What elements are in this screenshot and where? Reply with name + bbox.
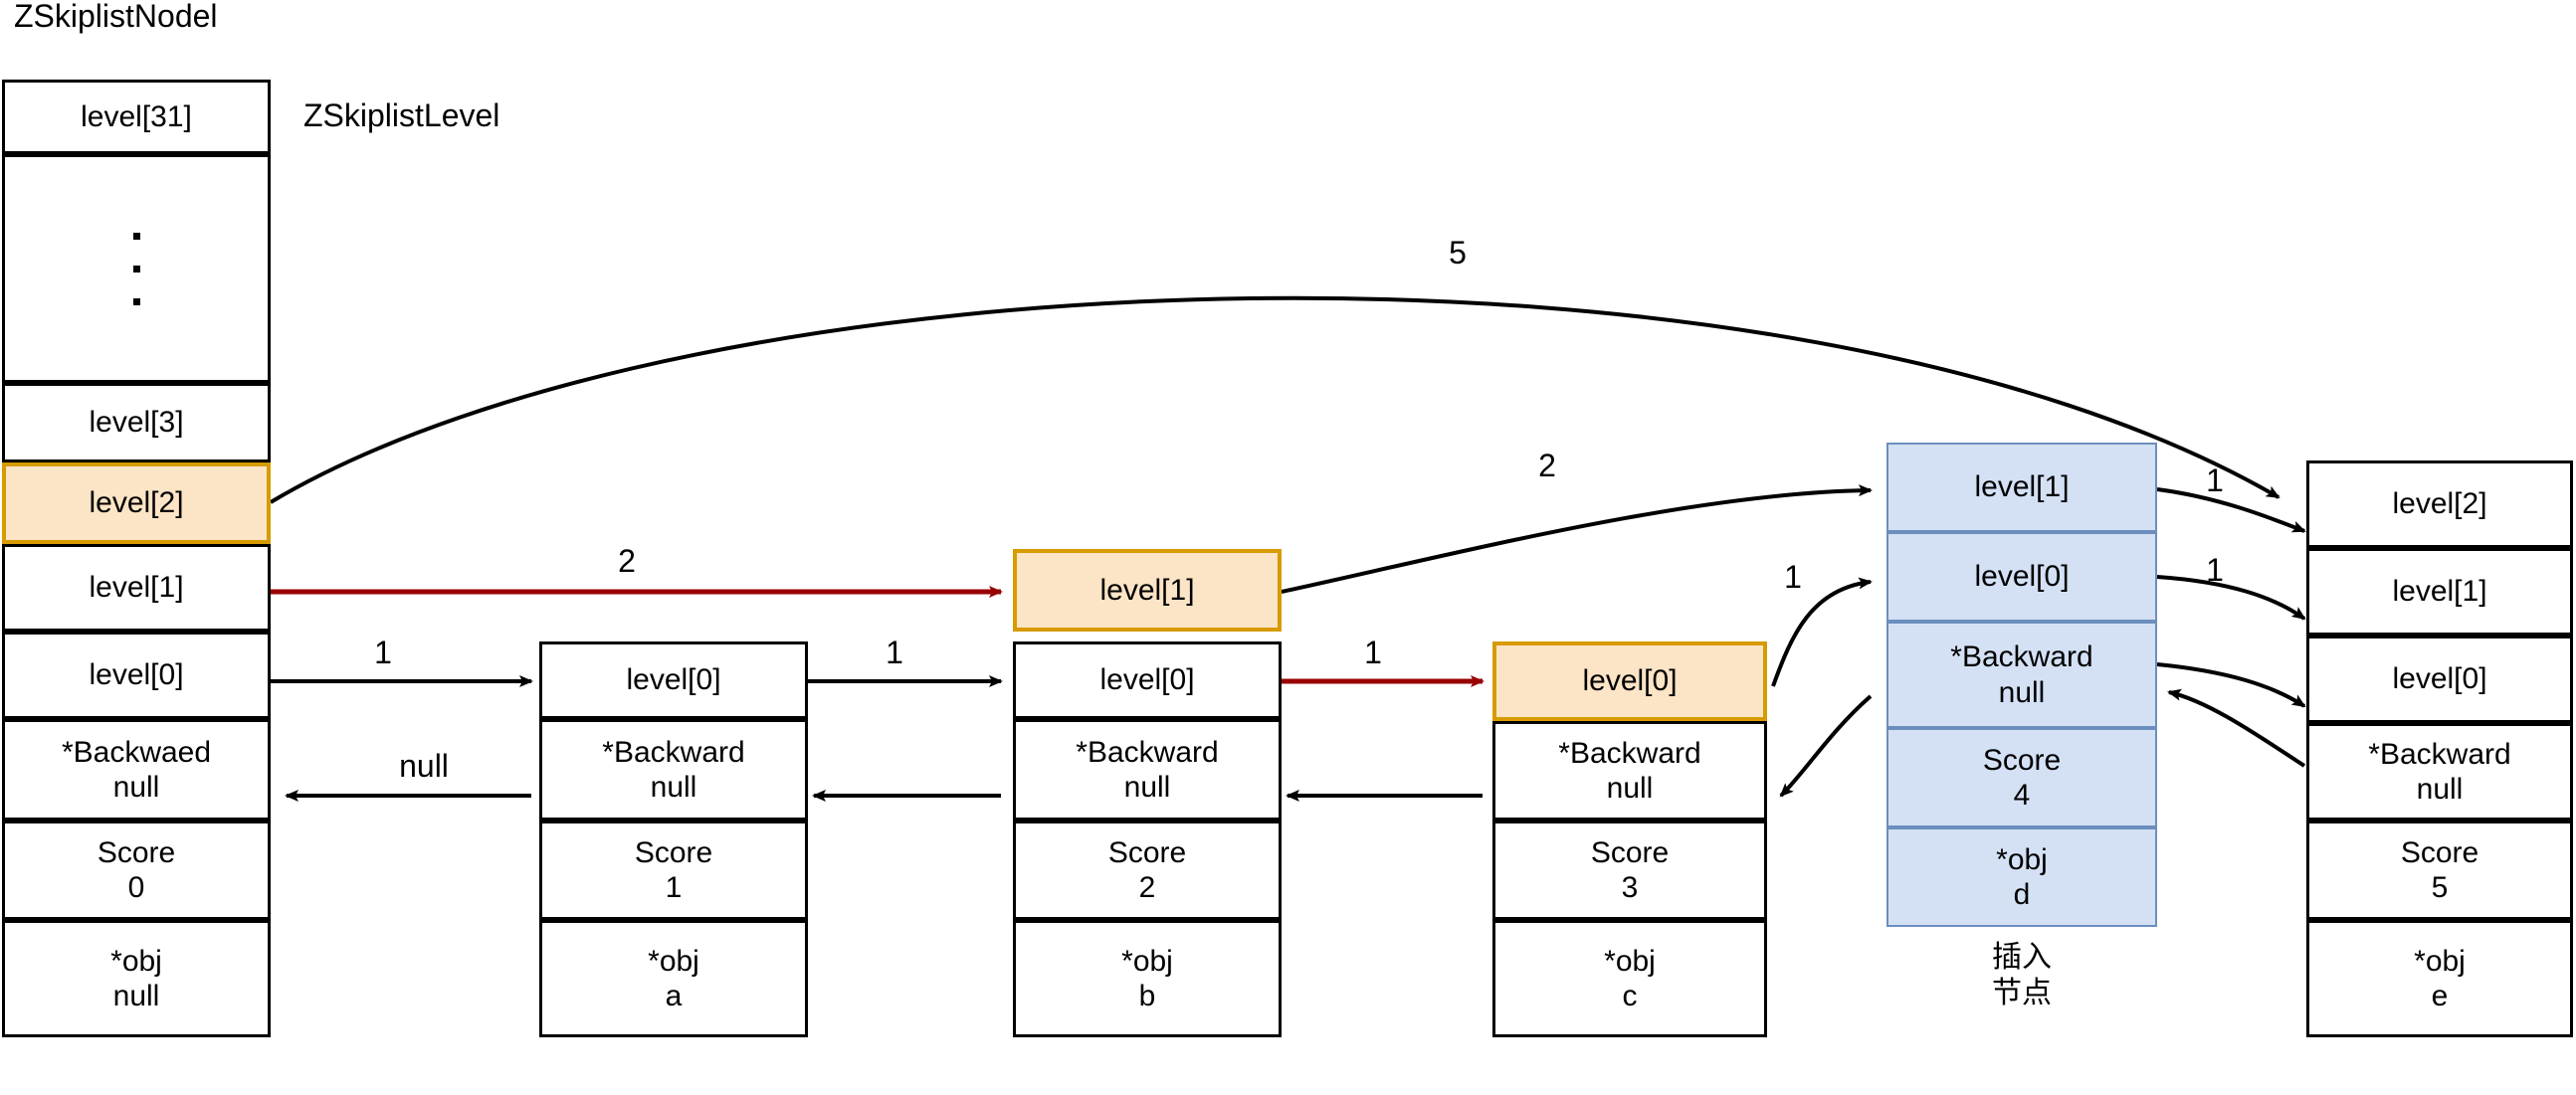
vertical-ellipsis-icon — [2, 154, 271, 383]
node-b-cell-obj: *obj b — [1013, 920, 1282, 1037]
node-b-cell-level0[interactable]: level[0] — [1013, 641, 1282, 719]
edge-label-a-l0-to-b: 1 — [886, 635, 903, 670]
node-a-cell-obj: *obj a — [539, 920, 808, 1037]
node-a-cell-level0[interactable]: level[0] — [539, 641, 808, 719]
edge-backward-e-to-d — [2167, 688, 2306, 768]
node-e-cell-level1[interactable]: level[1] — [2306, 548, 2573, 636]
node-b-cell-score: Score 2 — [1013, 821, 1282, 920]
edge-label-c-l0-to-d: 1 — [1784, 559, 1802, 595]
head-cell-level1[interactable]: level[1] — [2, 544, 271, 632]
struct-node-title: ZSkiplistNodel — [14, 0, 218, 34]
head-cell-level2[interactable]: level[2] — [2, 462, 271, 544]
node-a-cell-score: Score 1 — [539, 821, 808, 920]
struct-level-title: ZSkiplistLevel — [303, 97, 500, 133]
edge-label-backward-a-to-head: null — [399, 748, 449, 784]
edge-b-l1-to-d — [1281, 484, 1873, 594]
node-e-cell-level0[interactable]: level[0] — [2306, 636, 2573, 723]
node-e-cell-score: Score 5 — [2306, 821, 2573, 920]
node-b-cell-level1[interactable]: level[1] — [1013, 549, 1282, 632]
head-cell-obj: *obj null — [2, 920, 271, 1037]
head-cell-level0[interactable]: level[0] — [2, 632, 271, 719]
node-c-cell-backward: *Backward null — [1492, 721, 1767, 821]
edge-d-l0-to-e — [2156, 575, 2306, 621]
node-e-cell-level2[interactable]: level[2] — [2306, 460, 2573, 548]
edge-head-l2-to-e — [269, 295, 2280, 504]
node-a-cell-backward: *Backward null — [539, 719, 808, 821]
edge-label-b-l0-to-c: 1 — [1364, 635, 1382, 670]
node-c-cell-obj: *obj c — [1492, 920, 1767, 1037]
node-b-cell-backward: *Backward null — [1013, 719, 1282, 821]
edge-label-b-l1-to-d: 2 — [1538, 448, 1556, 483]
edge-label-head-l1-to-b: 2 — [618, 543, 636, 579]
node-d-cell-level0[interactable]: level[0] — [1886, 532, 2157, 622]
node-e-cell-obj: *obj e — [2306, 920, 2573, 1037]
edge-backward-d-to-c — [1779, 694, 1873, 798]
head-cell-level31[interactable]: level[31] — [2, 80, 271, 154]
node-d-cell-obj: *obj d — [1886, 827, 2157, 927]
edge-label-head-l0-to-a: 1 — [374, 635, 392, 670]
head-cell-backward: *Backwaed null — [2, 719, 271, 821]
edge-label-d-l1-to-e: 1 — [2206, 462, 2224, 498]
node-d-cell-backward: *Backward null — [1886, 622, 2157, 728]
node-e-cell-backward: *Backward null — [2306, 723, 2573, 821]
node-d-cell-level1[interactable]: level[1] — [1886, 443, 2157, 532]
node-c-cell-score: Score 3 — [1492, 821, 1767, 920]
edge-label-d-l0-to-e: 1 — [2206, 552, 2224, 588]
node-c-cell-level0[interactable]: level[0] — [1492, 641, 1767, 721]
head-cell-level3[interactable]: level[3] — [2, 383, 271, 462]
edge-d-l1-to-e — [2156, 487, 2306, 533]
edge-d-to-e-l0 — [2156, 662, 2306, 708]
head-cell-score: Score 0 — [2, 821, 271, 920]
insert-node-caption: 插入 节点 — [1992, 941, 2052, 1009]
edge-label-head-l2-to-e: 5 — [1449, 235, 1467, 271]
node-d-cell-score: Score 4 — [1886, 728, 2157, 827]
edge-c-l0-to-d — [1771, 577, 1873, 687]
